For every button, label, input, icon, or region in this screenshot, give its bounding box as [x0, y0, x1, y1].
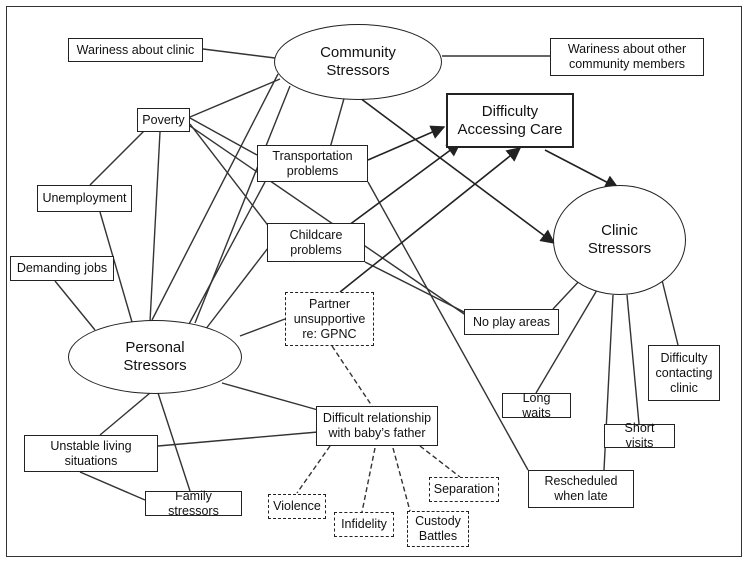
link-childcare-no-play: [364, 261, 471, 316]
link-clinic-short-visits: [626, 294, 640, 425]
arrow-access-clinic: [544, 149, 620, 189]
arrow-transportation-access: [367, 125, 446, 161]
partner-unsupportive-node: Partner unsupportive re: GPNC: [285, 292, 374, 346]
link-personal-family: [157, 392, 191, 492]
separation-node: Separation: [429, 477, 499, 502]
arrow-partner-access: [339, 147, 522, 293]
no-play-areas-node: No play areas: [464, 309, 559, 335]
link-demanding-personal: [54, 280, 96, 331]
community-stressors-node: Community Stressors: [274, 24, 442, 100]
transportation-problems-node: Transportation problems: [257, 145, 368, 182]
personal-stressors-node: Personal Stressors: [68, 320, 242, 394]
link-partner-difficult-rel: [331, 345, 373, 407]
link-difficult-rel-infidelity: [361, 447, 376, 513]
demanding-jobs-node: Demanding jobs: [10, 256, 114, 281]
link-clinic-long-waits: [535, 289, 598, 394]
link-unstable-difficult-rel: [157, 431, 319, 447]
family-stressors-node: Family stressors: [145, 489, 242, 518]
link-poverty-no-play: [189, 125, 471, 319]
arrow-childcare-access: [344, 142, 462, 229]
custody-battles-node: Custody Battles: [407, 511, 469, 547]
link-poverty-unemployment: [89, 129, 146, 186]
link-poverty-personal: [149, 131, 161, 323]
poverty-node: Poverty: [137, 108, 190, 132]
infidelity-node: Infidelity: [334, 512, 394, 537]
link-poverty-transportation: [189, 117, 258, 156]
childcare-problems-node: Childcare problems: [267, 223, 365, 262]
difficulty-accessing-care-node: Difficulty Accessing Care: [446, 93, 574, 148]
wariness-clinic-node: Wariness about clinic: [68, 38, 203, 62]
link-childcare-personal: [204, 247, 269, 331]
wariness-community-node: Wariness about other community members: [550, 38, 704, 76]
link-transportation-personal: [187, 181, 266, 327]
arrow-community-clinic: [359, 97, 556, 244]
link-community-poverty: [189, 78, 281, 118]
clinic-stressors-node: Clinic Stressors: [553, 185, 686, 295]
link-clinic-difficulty-contacting: [661, 279, 679, 346]
link-no-play-clinic: [552, 277, 583, 310]
short-visits-node: Short visits: [604, 421, 675, 450]
link-community-personal-1: [151, 73, 279, 321]
violence-node: Violence: [268, 494, 326, 519]
difficulty-contacting-clinic-node: Difficulty contacting clinic: [648, 345, 720, 401]
unstable-living-node: Unstable living situations: [24, 435, 158, 472]
link-community-transportation: [329, 94, 346, 149]
unemployment-node: Unemployment: [37, 185, 132, 212]
link-difficult-rel-violence: [296, 445, 331, 494]
long-waits-node: Long waits: [502, 391, 571, 420]
rescheduled-when-late-node: Rescheduled when late: [528, 470, 634, 508]
link-poverty-childcare: [189, 123, 271, 229]
link-difficult-rel-separation: [419, 445, 461, 478]
diagram-frame: [6, 6, 742, 557]
link-unemployment-personal: [99, 211, 133, 323]
link-personal-unstable: [99, 392, 151, 436]
link-partner-personal: [239, 318, 286, 337]
link-unstable-family: [79, 471, 146, 501]
link-difficult-rel-custody: [392, 447, 411, 512]
link-transportation-rescheduled: [367, 181, 529, 471]
difficult-relationship-node: Difficult relationship with baby’s fathe…: [316, 406, 438, 446]
link-personal-difficult-rel: [221, 382, 319, 411]
link-wariness-clinic-community: [202, 48, 276, 59]
